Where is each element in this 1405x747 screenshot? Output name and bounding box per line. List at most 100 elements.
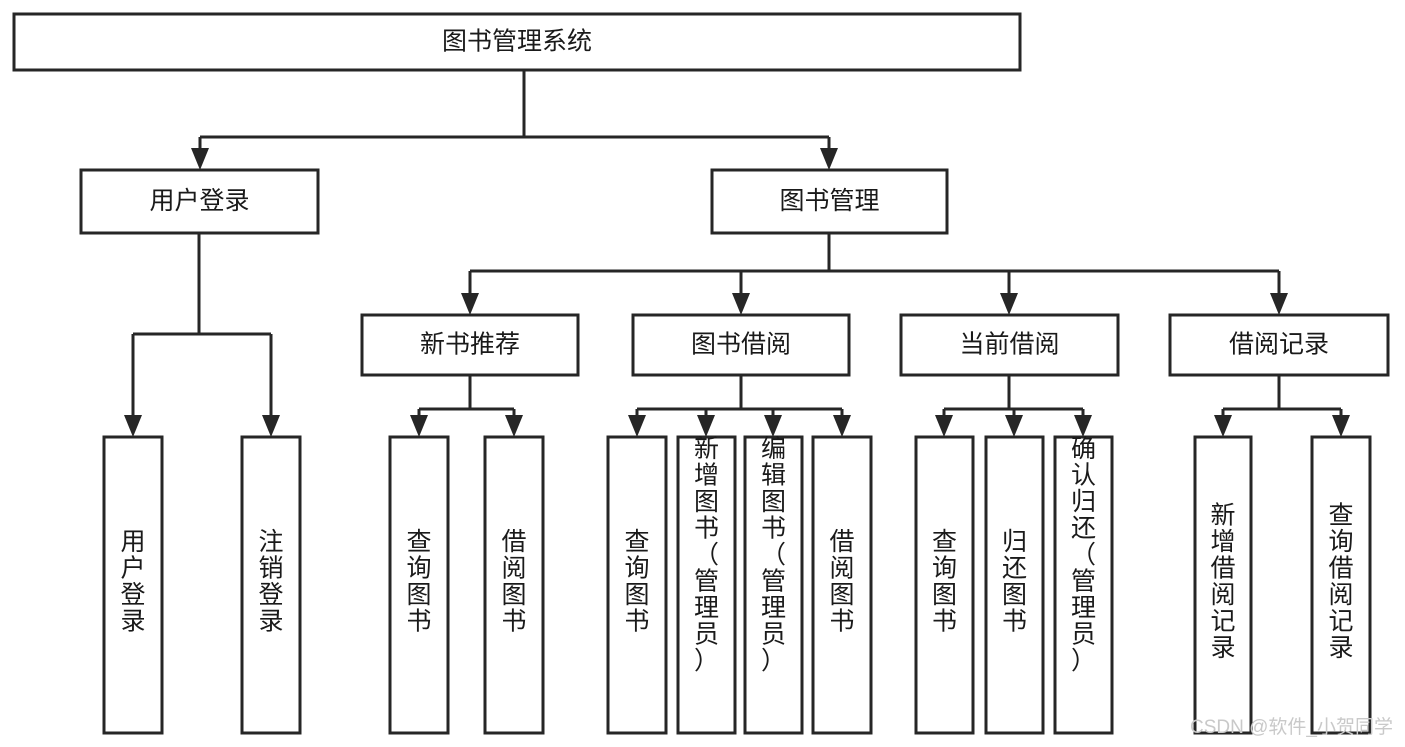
new-book-bus-arrow-1 (505, 415, 523, 437)
leaf-node-box-6[interactable] (743, 435, 804, 735)
level1-node-1[interactable]: 图书管理 (710, 168, 949, 235)
leaf-node-box-1[interactable] (240, 435, 302, 735)
user-login-bus-arrow-0 (124, 415, 142, 437)
leaf-node-3[interactable]: 借阅图书 (483, 435, 545, 735)
book-manage-bus-drop-2 (1000, 271, 1018, 315)
level2-node-label-1: 图书借阅 (691, 331, 791, 359)
leaf-node-label-2: 查询图书 (406, 528, 431, 636)
level1-node-box-0[interactable] (79, 168, 320, 235)
root-node-0[interactable]: 图书管理系统 (12, 12, 1022, 72)
new-book-bus-arrow-0 (410, 415, 428, 437)
level2-node-label-0: 新书推荐 (420, 331, 520, 359)
leaf-node-box-0[interactable] (102, 435, 164, 735)
borrow-bus-drop-1 (697, 409, 715, 437)
root-bus-arrow-0 (191, 148, 209, 170)
leaf-node-6[interactable]: 编辑图书（管理员） (743, 435, 804, 735)
root-node-box-0[interactable] (12, 12, 1022, 72)
current-bus-arrow-0 (935, 415, 953, 437)
level1-node-0[interactable]: 用户登录 (79, 168, 320, 235)
leaf-node-8[interactable]: 查询图书 (914, 435, 975, 735)
leaf-node-label-0: 用户登录 (120, 528, 145, 636)
record-bus-arrow-1 (1332, 415, 1350, 437)
book-manage-bus-arrow-2 (1000, 293, 1018, 315)
new-book-bus-drop-0 (410, 409, 428, 437)
new-book-bus (419, 375, 514, 411)
leaf-node-label-3: 借阅图书 (501, 528, 526, 636)
root-bus-arrow-1 (820, 148, 838, 170)
current-bus-arrow-1 (1005, 415, 1023, 437)
level2-node-box-3[interactable] (1168, 313, 1390, 377)
level2-node-box-0[interactable] (360, 313, 580, 377)
leaf-node-box-4[interactable] (606, 435, 668, 735)
record-bus-drop-1 (1332, 409, 1350, 437)
leaf-node-box-8[interactable] (914, 435, 975, 735)
book-manage-bus (470, 233, 1279, 273)
leaf-node-box-10[interactable] (1053, 435, 1114, 735)
borrow-bus-arrow-0 (628, 415, 646, 437)
book-manage-bus-arrow-0 (461, 293, 479, 315)
root-bus (200, 70, 829, 139)
level2-node-box-1[interactable] (631, 313, 851, 377)
record-bus-drop-0 (1214, 409, 1232, 437)
root-node-label-0: 图书管理系统 (442, 28, 592, 56)
current-bus-drop-1 (1005, 409, 1023, 437)
leaf-node-label-7: 借阅图书 (829, 528, 854, 636)
level2-node-label-3: 借阅记录 (1229, 331, 1329, 359)
record-bus (1223, 375, 1341, 411)
leaf-node-4[interactable]: 查询图书 (606, 435, 668, 735)
user-login-bus (133, 233, 271, 336)
leaf-node-box-12[interactable] (1310, 435, 1372, 735)
leaf-node-label-9: 归还图书 (1002, 528, 1027, 636)
leaf-node-9[interactable]: 归还图书 (984, 435, 1045, 735)
current-bus-drop-2 (1074, 409, 1092, 437)
leaf-node-box-7[interactable] (811, 435, 873, 735)
leaf-node-label-1: 注销登录 (258, 528, 283, 636)
level2-node-box-2[interactable] (899, 313, 1120, 377)
leaf-node-0[interactable]: 用户登录 (102, 435, 164, 735)
leaf-node-box-5[interactable] (676, 435, 737, 735)
leaf-node-label-10: 确认归还（管理员） (1071, 435, 1096, 675)
leaf-node-11[interactable]: 新增借阅记录 (1193, 435, 1253, 735)
borrow-bus-arrow-2 (764, 415, 782, 437)
leaf-node-2[interactable]: 查询图书 (388, 435, 450, 735)
level1-node-label-0: 用户登录 (149, 187, 249, 215)
leaf-node-7[interactable]: 借阅图书 (811, 435, 873, 735)
root-bus-drop-0 (191, 137, 209, 170)
level2-node-0[interactable]: 新书推荐 (360, 313, 580, 377)
level2-node-2[interactable]: 当前借阅 (899, 313, 1120, 377)
book-manage-bus-drop-1 (732, 271, 750, 315)
leaf-node-box-2[interactable] (388, 435, 450, 735)
book-manage-bus-arrow-3 (1270, 293, 1288, 315)
level2-node-1[interactable]: 图书借阅 (631, 313, 851, 377)
leaf-node-box-3[interactable] (483, 435, 545, 735)
book-manage-bus-drop-0 (461, 271, 479, 315)
leaf-node-label-12: 查询借阅记录 (1328, 502, 1353, 663)
current-bus-arrow-2 (1074, 415, 1092, 437)
book-manage-bus-arrow-1 (732, 293, 750, 315)
record-bus-arrow-0 (1214, 415, 1232, 437)
leaf-node-box-11[interactable] (1193, 435, 1253, 735)
user-login-bus-drop-0 (124, 334, 142, 437)
borrow-bus-arrow-1 (697, 415, 715, 437)
current-bus (944, 375, 1083, 411)
level1-node-box-1[interactable] (710, 168, 949, 235)
borrow-bus-arrow-3 (833, 415, 851, 437)
leaf-node-label-5: 新增图书（管理员） (694, 435, 719, 675)
level2-node-3[interactable]: 借阅记录 (1168, 313, 1390, 377)
leaf-node-1[interactable]: 注销登录 (240, 435, 302, 735)
leaf-node-label-4: 查询图书 (624, 528, 649, 636)
borrow-bus-drop-3 (833, 409, 851, 437)
leaf-node-5[interactable]: 新增图书（管理员） (676, 435, 737, 735)
leaf-node-label-8: 查询图书 (932, 528, 957, 636)
leaf-node-12[interactable]: 查询借阅记录 (1310, 435, 1372, 735)
leaf-node-10[interactable]: 确认归还（管理员） (1053, 435, 1114, 735)
user-login-bus-arrow-1 (262, 415, 280, 437)
user-login-bus-drop-1 (262, 334, 280, 437)
borrow-bus-drop-0 (628, 409, 646, 437)
borrow-bus-drop-2 (764, 409, 782, 437)
level2-node-label-2: 当前借阅 (959, 331, 1059, 359)
leaf-node-box-9[interactable] (984, 435, 1045, 735)
book-manage-bus-drop-3 (1270, 271, 1288, 315)
